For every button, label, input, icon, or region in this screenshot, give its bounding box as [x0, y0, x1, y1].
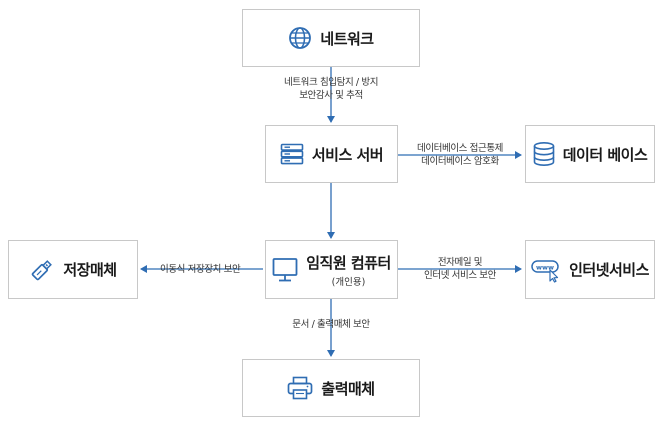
node-service-server: 서비스 서버: [265, 125, 398, 183]
server-icon: [280, 143, 304, 165]
edge-label-pc-output: 문서 / 출력매체 보안: [276, 318, 386, 331]
edge-label-network-server-line1: 네트워크 침입탐지 / 방지: [283, 77, 379, 88]
edge-label-network-server-line2: 보안감사 및 추적: [299, 90, 363, 101]
edge-label-server-database-line2: 데이터베이스 암호화: [421, 156, 499, 167]
edge-label-server-database-line1: 데이터베이스 접근통제: [416, 143, 504, 154]
node-database-label: 데이터 베이스: [562, 145, 648, 164]
node-service-server-label: 서비스 서버: [311, 145, 384, 164]
edge-label-pc-storage: 이동식 저장장치 보안: [160, 263, 241, 276]
node-network-label: 네트워크: [320, 29, 374, 48]
printer-icon: [287, 376, 313, 400]
edge-label-network-server: 네트워크 침입탐지 / 방지 보안감사 및 추적: [271, 76, 391, 102]
node-employee-pc: 임직원 컴퓨터 (개인용): [265, 240, 398, 299]
node-output-media-label: 출력매체: [321, 379, 375, 398]
edge-label-pc-output-line1: 문서 / 출력매체 보안: [292, 319, 370, 330]
www-cursor-icon: www: [531, 257, 561, 283]
node-output-media: 출력매체: [242, 359, 420, 417]
node-storage-media: 저장매체: [8, 240, 138, 299]
edge-label-pc-storage-line1: 이동식 저장장치 보안: [160, 264, 241, 275]
node-storage-media-label: 저장매체: [63, 261, 117, 279]
node-internet-service: www 인터넷서비스: [525, 240, 655, 299]
node-internet-service-label: 인터넷서비스: [569, 261, 649, 279]
node-employee-pc-label: 임직원 컴퓨터: [306, 253, 391, 272]
svg-text:www: www: [536, 263, 554, 271]
usb-drive-icon: [29, 257, 55, 283]
edge-label-server-database: 데이터베이스 접근통제 데이터베이스 암호화: [402, 142, 518, 168]
edge-label-pc-internet: 전자메일 및 인터넷 서비스 보안: [410, 256, 510, 282]
node-employee-pc-sublabel: (개인용): [331, 276, 366, 288]
globe-icon: [288, 26, 312, 50]
database-icon: [533, 142, 555, 166]
node-network: 네트워크: [242, 9, 420, 67]
node-database: 데이터 베이스: [525, 125, 655, 183]
monitor-icon: [272, 257, 298, 283]
edge-label-pc-internet-line1: 전자메일 및: [437, 257, 483, 268]
edge-label-pc-internet-line2: 인터넷 서비스 보안: [424, 270, 496, 281]
